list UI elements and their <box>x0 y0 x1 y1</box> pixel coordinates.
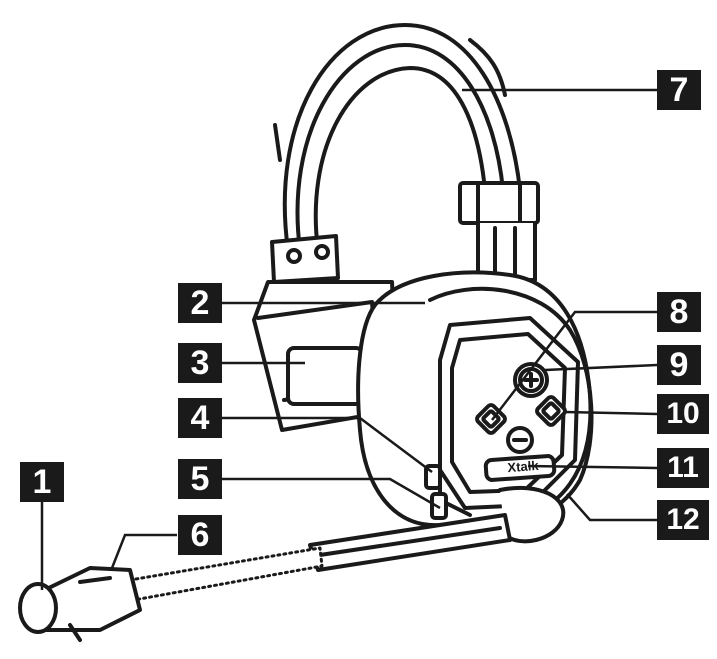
leader-lines <box>40 88 658 590</box>
callout-6: 6 <box>178 515 222 555</box>
callout-5: 5 <box>178 459 222 499</box>
callout-11: 11 <box>657 448 709 488</box>
callout-4: 4 <box>178 398 222 438</box>
callout-7: 7 <box>657 70 701 110</box>
callout-12: 12 <box>657 500 709 540</box>
right-square-button[interactable] <box>535 395 567 427</box>
callout-2: 2 <box>178 283 222 323</box>
callout-3: 3 <box>178 343 222 383</box>
callout-1: 1 <box>20 462 64 502</box>
microphone-boom <box>18 485 566 642</box>
callout-9: 9 <box>657 345 701 385</box>
volume-down-button[interactable] <box>506 426 534 454</box>
callout-10: 10 <box>657 394 709 434</box>
callout-8: 8 <box>657 292 701 332</box>
